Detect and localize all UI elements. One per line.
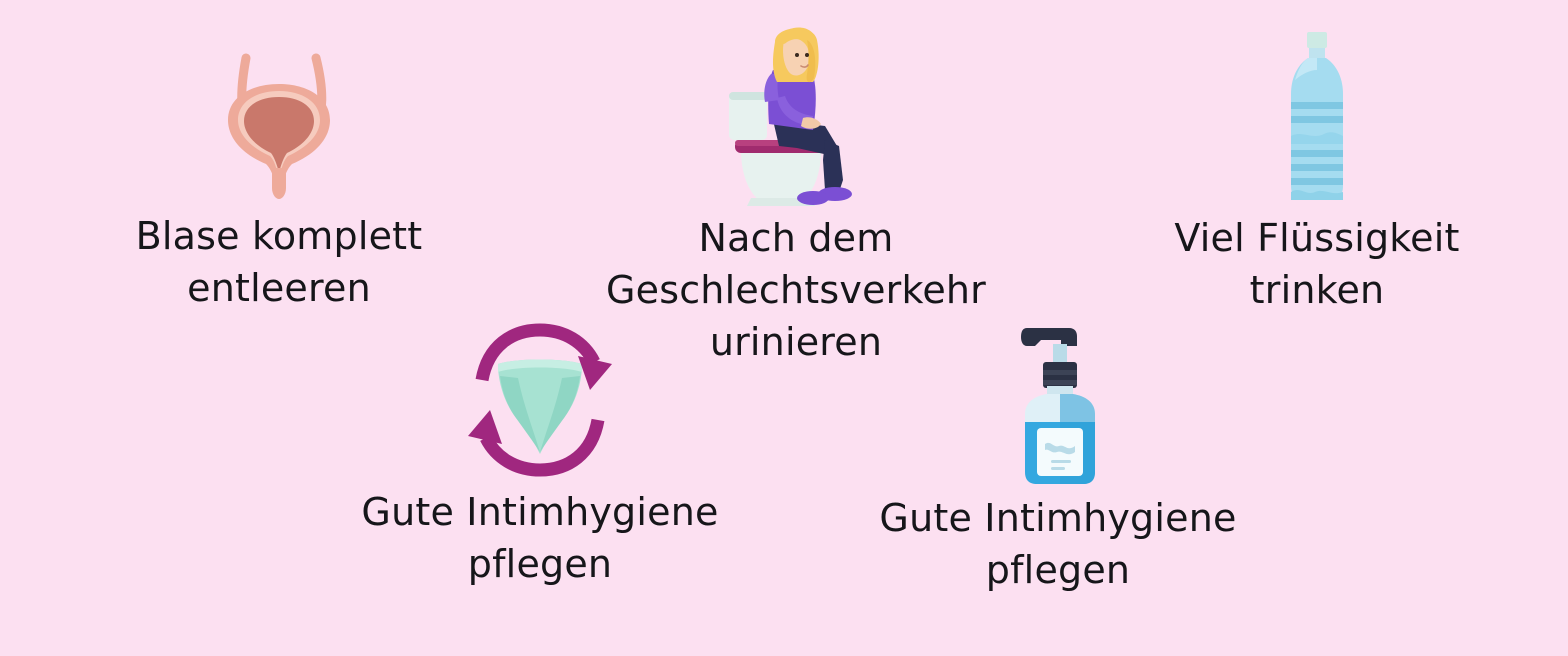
tip-card-soap: Gute Intimhygiene pflegen bbox=[858, 318, 1258, 596]
water-bottle-icon bbox=[1291, 32, 1343, 200]
water-bottle-icon-wrap bbox=[1280, 24, 1354, 206]
tip-card-toilet: Nach dem Geschlechtsverkehr urinieren bbox=[596, 20, 996, 368]
bladder-icon-wrap bbox=[214, 28, 344, 204]
tip-label-water: Viel Flüssigkeit trinken bbox=[1174, 216, 1460, 312]
woman-on-toilet-icon bbox=[729, 27, 852, 206]
tip-card-water: Viel Flüssigkeit trinken bbox=[1118, 24, 1516, 316]
bladder-icon bbox=[228, 53, 330, 199]
underwear-change-icon-wrap bbox=[456, 320, 624, 480]
tip-label-toilet: Nach dem Geschlechtsverkehr urinieren bbox=[605, 216, 987, 364]
tip-label-underwear: Gute Intimhygiene pflegen bbox=[361, 490, 719, 586]
soap-dispenser-icon bbox=[1021, 328, 1095, 484]
tip-card-underwear: Gute Intimhygiene pflegen bbox=[340, 320, 740, 590]
woman-on-toilet-icon-wrap bbox=[721, 20, 871, 206]
tip-card-bladder: Blase komplett entleeren bbox=[78, 28, 480, 314]
tip-label-soap: Gute Intimhygiene pflegen bbox=[879, 496, 1237, 592]
tip-label-bladder: Blase komplett entleeren bbox=[135, 214, 423, 310]
soap-dispenser-icon-wrap bbox=[1007, 318, 1109, 486]
underwear-change-icon bbox=[468, 323, 612, 477]
